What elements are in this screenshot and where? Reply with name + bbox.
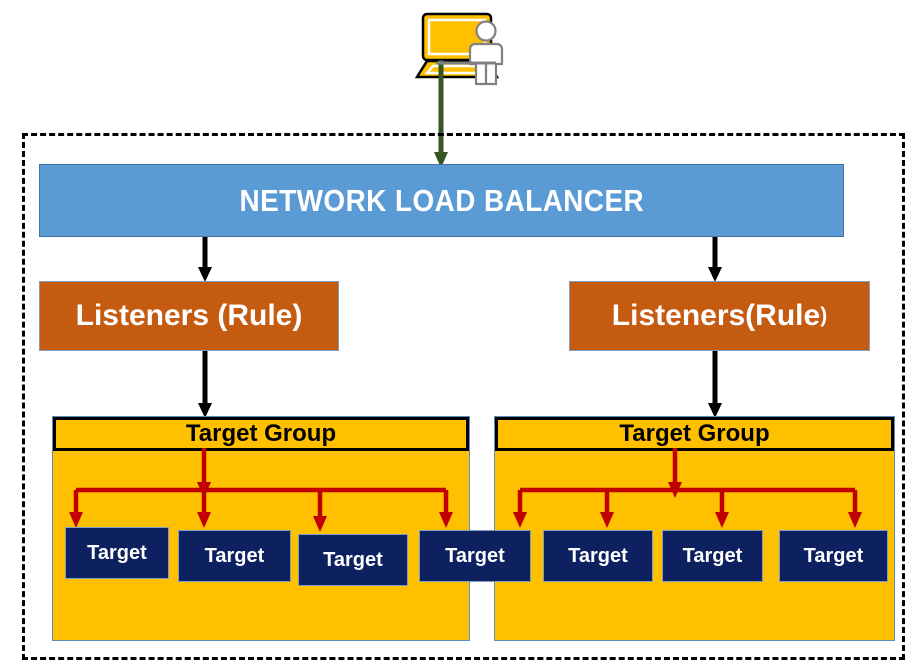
lb-to-listener-right-arrow: [708, 237, 722, 282]
listener-box-left[interactable]: Listeners (Rule): [39, 281, 339, 351]
target-group-right-fanout-arrows: [513, 448, 862, 528]
listener-to-target-group-right-arrow: [708, 351, 722, 418]
target-group-header-left: Target Group: [53, 417, 469, 451]
listener-right-label-sub: ): [820, 304, 828, 327]
target-label: Target: [204, 544, 265, 567]
target-label: Target: [568, 544, 628, 567]
lb-to-listener-left-arrow: [198, 237, 212, 282]
vpc-dashed-boundary: [22, 133, 905, 660]
client-to-lb-arrow: [434, 60, 448, 168]
target-group-panel-right: Target Group: [494, 416, 895, 641]
target-label: Target: [445, 544, 505, 567]
target-box[interactable]: Target: [662, 530, 763, 582]
target-label: Target: [682, 544, 743, 567]
target-box[interactable]: Target: [543, 530, 653, 582]
user-person-icon: [468, 20, 504, 86]
client-connector-line: [436, 61, 496, 65]
target-label: Target: [803, 544, 864, 567]
target-label: Target: [323, 548, 383, 571]
target-group-header-left-label: Target Group: [185, 420, 337, 447]
target-box[interactable]: Target: [65, 527, 169, 579]
listener-left-label: Listeners (Rule): [75, 299, 303, 332]
target-group-header-right: Target Group: [495, 417, 894, 451]
target-box[interactable]: Target: [419, 530, 531, 582]
network-load-balancer-box[interactable]: NETWORK LOAD BALANCER: [39, 164, 844, 237]
target-box[interactable]: Target: [779, 530, 888, 582]
target-box[interactable]: Target: [178, 530, 291, 582]
target-group-header-right-label: Target Group: [619, 420, 770, 447]
listener-box-right[interactable]: Listeners(Rule): [569, 281, 870, 351]
target-group-left-fanout-arrows: [69, 448, 453, 532]
target-label: Target: [87, 541, 147, 564]
listener-right-label: Listeners(Rule: [611, 299, 821, 332]
target-box[interactable]: Target: [298, 534, 408, 586]
load-balancer-label: NETWORK LOAD BALANCER: [239, 182, 644, 218]
listener-to-target-group-left-arrow: [198, 351, 212, 418]
